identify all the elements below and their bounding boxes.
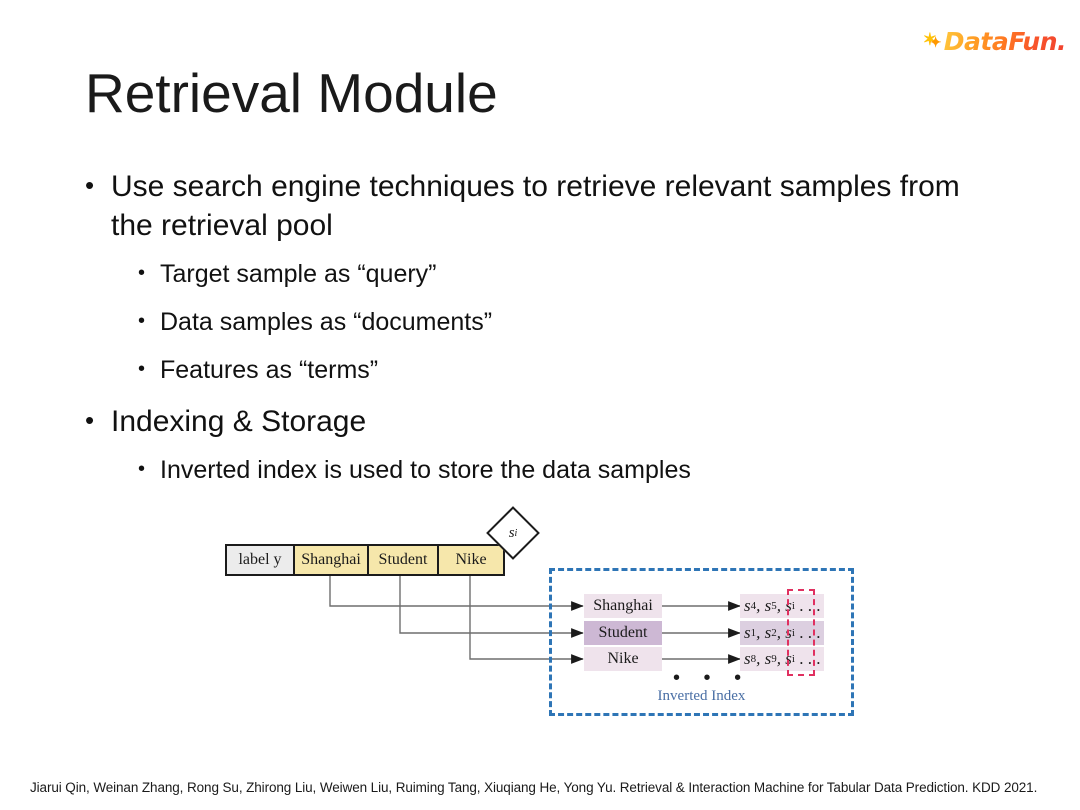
bullet-item-5: • Indexing & Storage: [85, 402, 885, 441]
bullet-item-4: • Features as “terms”: [138, 354, 938, 387]
bullet-item-6: • Inverted index is used to store the da…: [138, 454, 938, 487]
bullet-marker: •: [138, 458, 146, 480]
sample-cell-shanghai: Shanghai: [293, 544, 369, 576]
bullet-marker: •: [85, 405, 95, 435]
bullet-item-2: • Target sample as “query”: [138, 258, 938, 291]
inverted-index-caption: Inverted Index: [657, 688, 746, 704]
focus-highlight-box: [787, 589, 815, 676]
bullet-text: Features as “terms”: [160, 356, 379, 384]
index-term-student: Student: [584, 621, 662, 645]
bullet-text: Use search engine techniques to retrieve…: [111, 170, 960, 242]
bullet-marker: •: [85, 170, 95, 200]
index-term-nike: Nike: [584, 647, 662, 671]
sparkle-icon: ✶✦: [922, 30, 942, 50]
citation-footer: Jiarui Qin, Weinan Zhang, Rong Su, Zhiro…: [30, 780, 1038, 795]
bullet-text: Data samples as “documents”: [160, 308, 493, 336]
page-title: Retrieval Module: [85, 62, 498, 124]
sample-cell-label: label y: [225, 544, 295, 576]
bullet-item-1: • Use search engine techniques to retrie…: [85, 167, 995, 245]
bullet-item-3: • Data samples as “documents”: [138, 306, 938, 339]
bullet-text: Target sample as “query”: [160, 260, 437, 288]
inverted-index-box: [549, 568, 854, 716]
sample-cell-student: Student: [367, 544, 439, 576]
datafun-logo: ✶✦ DataFun.: [922, 24, 1067, 58]
index-ellipsis: • • •: [673, 667, 751, 689]
sample-cell-nike: Nike: [437, 544, 505, 576]
logo-wordmark: DataFun.: [943, 26, 1067, 56]
bullet-text: Inverted index is used to store the data…: [160, 456, 691, 484]
bullet-marker: •: [138, 262, 146, 284]
bullet-marker: •: [138, 310, 146, 332]
connector-shanghai: [329, 576, 584, 611]
bullet-text: Indexing & Storage: [111, 405, 367, 438]
bullet-marker: •: [138, 358, 146, 380]
index-term-shanghai: Shanghai: [584, 594, 662, 618]
